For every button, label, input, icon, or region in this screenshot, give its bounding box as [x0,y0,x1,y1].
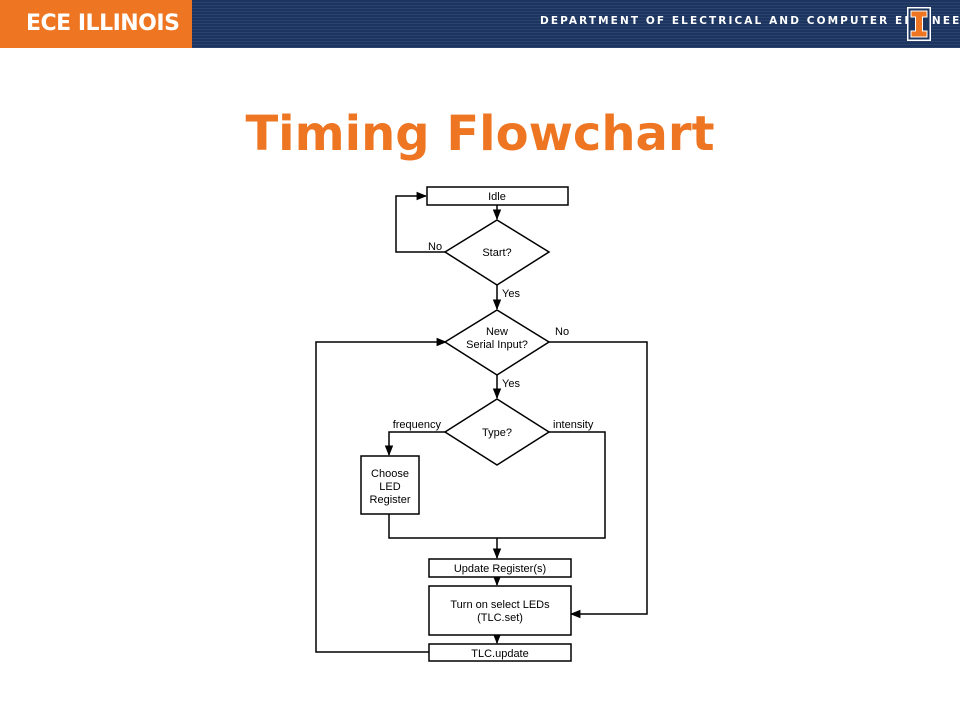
connector-serial-no [549,341,648,619]
update-registers-label: Update Register(s) [454,563,546,575]
update-registers-box [428,558,572,578]
idle-label: Idle [488,191,506,203]
header-bar: ECE ILLINOIS DEPARTMENT OF ELECTRICAL AN… [0,0,960,48]
tlc-update-label: TLC.update [471,648,528,660]
tlc-update-box [428,643,572,662]
start-label: Start? [482,247,511,259]
choose-label-line2: LED [379,481,400,493]
turn-on-label-line1: Turn on select LEDs [450,599,550,611]
department-name: DEPARTMENT OF ELECTRICAL AND COMPUTER EN… [540,15,960,27]
serial-yes-label: Yes [502,378,520,390]
new-serial-input-decision [443,309,551,376]
start-yes-label: Yes [502,288,520,300]
connector-intensity-merge [388,431,606,539]
idle-box [426,186,569,206]
connector-frequency [384,431,445,457]
brand-logo-text[interactable]: ECE ILLINOIS [0,0,192,48]
connector-start-no-loop [395,191,445,253]
type-decision [443,398,551,466]
type-label: Type? [482,427,512,439]
choose-led-register-box [360,455,420,515]
choose-label-line3: Register [370,494,411,506]
frequency-label: frequency [393,419,442,431]
slide-title: Timing Flowchart [245,106,715,162]
header-pattern [192,0,960,48]
intensity-label: intensity [553,419,594,431]
new-serial-label-line1: New [486,326,508,338]
serial-no-label: No [555,326,569,338]
start-no-label: No [428,241,442,253]
turn-on-label-line2: (TLC.set) [477,612,523,624]
new-serial-label-line2: Serial Input? [466,339,528,351]
connector-loop-back [315,337,448,653]
turn-on-leds-box [428,585,572,636]
block-i-logo-icon [907,7,931,41]
choose-label-line1: Choose [371,468,409,480]
start-decision [443,219,551,286]
